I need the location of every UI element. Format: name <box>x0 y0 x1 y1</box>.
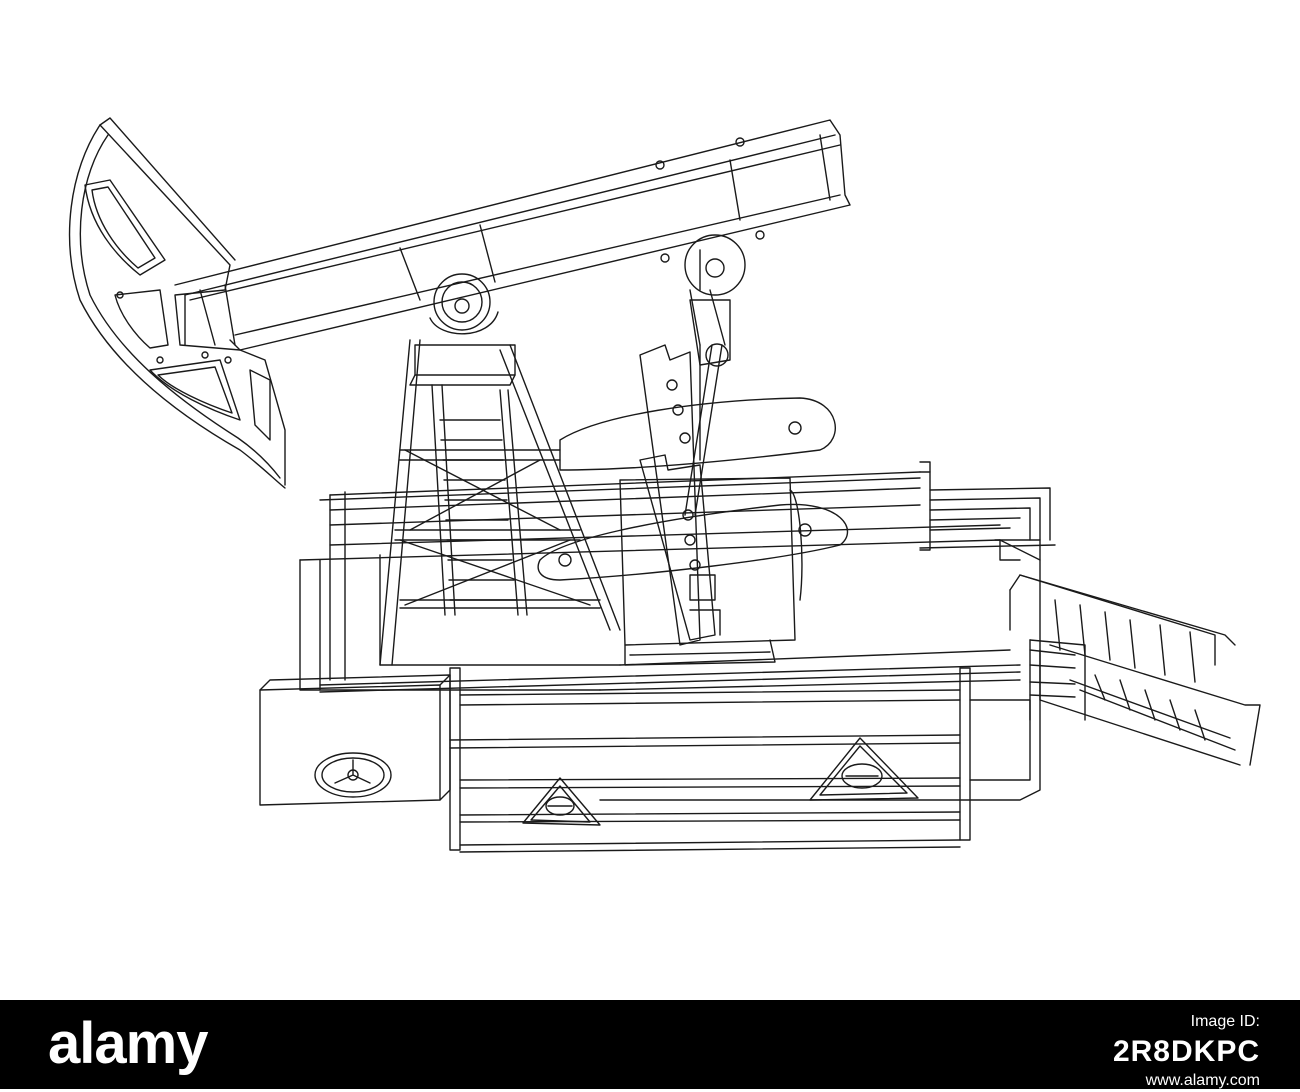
base-frame <box>299 461 1056 801</box>
walking-beam <box>174 119 851 351</box>
image-id: 2R8DKPC <box>1112 1035 1260 1068</box>
horse-head <box>68 117 286 489</box>
pitman-arm <box>684 289 731 516</box>
front-box-left <box>259 674 451 806</box>
image-meta: Image ID: 2R8DKPC www.alamy.com <box>1113 1010 1260 1092</box>
brand-logo: alamy <box>48 1011 208 1076</box>
warning-triangle-right <box>809 737 919 801</box>
watermark-footer: alamy Image ID: 2R8DKPC www.alamy.com <box>0 1000 1300 1089</box>
stairs <box>1009 574 1261 766</box>
crank-rear <box>559 344 836 646</box>
site-url: www.alamy.com <box>1145 1072 1260 1089</box>
crank-front <box>537 454 849 666</box>
pumpjack-drawing <box>68 117 1261 853</box>
warning-triangle-left <box>522 777 601 826</box>
image-id-label: Image ID: <box>1190 1013 1260 1030</box>
front-guard-cage <box>449 667 1031 853</box>
samson-post <box>379 339 621 666</box>
